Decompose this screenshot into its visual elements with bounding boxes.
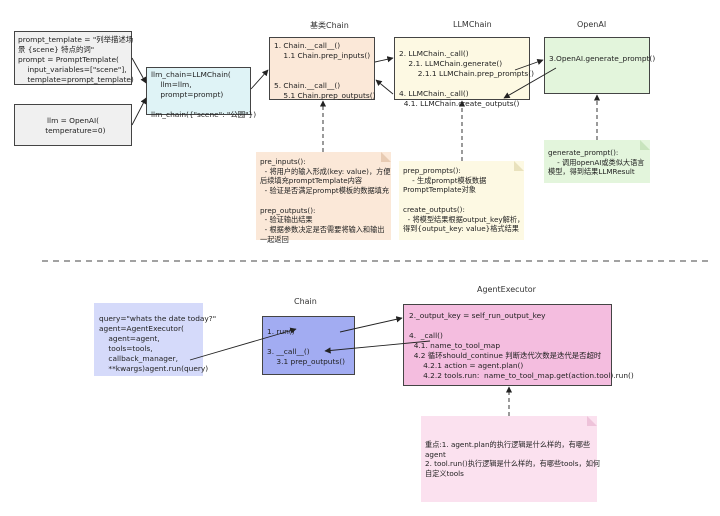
- text-line: - 将用户的输入形成(key: value)，方便: [260, 166, 391, 176]
- text-line: 得到{output_key: value}格式结果: [403, 224, 519, 234]
- text-line: 1.1 Chain.prep_inputs(): [274, 50, 371, 60]
- prompt-template-box: prompt_template = "列举描述场景 {scene} 特点的词"p…: [14, 31, 134, 85]
- text-line: llm = OpenAI(: [46, 116, 100, 125]
- arrow-base-to-llmmethods: [374, 56, 394, 63]
- text-line: 3.OpenAI.generate_prompt(): [549, 54, 656, 63]
- text-line: 4.1. name_to_tool_map: [409, 340, 501, 350]
- text-line: agent: [425, 449, 446, 459]
- text-line: llm=llm,: [151, 79, 192, 89]
- arrow-llmmethods-to-base: [375, 79, 394, 95]
- text-line: 4.2.1 action = agent.plan(): [409, 360, 524, 370]
- text-line: [409, 321, 606, 331]
- text-line: **kwargs)agent.run(query): [99, 363, 209, 373]
- text-line: - 调用openAI或类似大语言: [548, 157, 645, 167]
- text-line: pre_inputs():: [260, 157, 306, 166]
- text-line: 2._output_key = self_run_output_key: [409, 311, 546, 320]
- text-line: 4. LLMChain._call(): [399, 88, 469, 98]
- text-line: agent=AgentExecutor(: [99, 323, 184, 333]
- llm-chain-call-box: llm_chain=LLMChain( llm=llm, prompt=prom…: [146, 67, 256, 119]
- title-llm-chain: LLMChain: [453, 20, 492, 29]
- text-line: template=prompt_template): [18, 74, 134, 84]
- base-chain-box: 1. Chain.__call__() 1.1 Chain.prep_input…: [269, 37, 375, 100]
- text-line: prep_outputs():: [260, 205, 316, 215]
- text-line: - 根据参数决定是否需要将输入和输出: [260, 225, 385, 235]
- text-line: 2.1. LLMChain.generate(): [399, 58, 503, 68]
- note-openai: generate_prompt(): - 调用openAI或类似大语言模型，得到…: [544, 140, 650, 183]
- text-line: 自定义tools: [425, 469, 464, 479]
- text-line: [274, 61, 370, 71]
- text-line: 3. __call__(): [267, 346, 310, 356]
- text-line: 3.1 prep_outputs(): [267, 356, 345, 366]
- text-line: 2. tool.run()执行逻辑是什么样的，有哪些tools，如何: [425, 459, 601, 469]
- text-line: 2. LLMChain._call(): [399, 49, 469, 58]
- text-line: 重点:1. agent.plan的执行逻辑是什么样的，有哪些: [425, 440, 591, 449]
- text-line: 1. run(): [267, 327, 295, 336]
- text-line: create_outputs():: [403, 204, 465, 214]
- text-line: - 生成prompt模板数据: [403, 175, 487, 185]
- title-agent-executor: AgentExecutor: [477, 285, 536, 294]
- openai-generate-box: 3.OpenAI.generate_prompt(): [544, 37, 656, 94]
- text-line: llm_chain({"scene": "公园"}): [151, 109, 257, 119]
- title-chain: Chain: [294, 297, 317, 306]
- text-line: [274, 71, 370, 81]
- text-line: [151, 100, 246, 110]
- text-line: input_variables=["scene"],: [18, 64, 127, 74]
- text-line: 5.1 Chain.prep_outputs(): [274, 90, 376, 100]
- text-line: prep_prompts():: [403, 166, 461, 175]
- text-line: prompt_template = "列举描述场: [18, 35, 134, 44]
- text-line: [260, 196, 387, 206]
- text-line: 后续填充promptTemplate内容: [260, 176, 363, 186]
- text-line: PromptTemplate对象: [403, 185, 476, 195]
- text-line: 模型，得到结果LLMResult: [548, 167, 635, 177]
- text-line: prompt = PromptTemplate(: [18, 54, 119, 64]
- text-line: 4. _call(): [409, 330, 443, 340]
- text-line: 一起返回: [260, 234, 289, 244]
- text-line: [267, 337, 350, 347]
- text-line: 1. Chain.__call__(): [274, 41, 341, 50]
- text-line: [403, 195, 520, 205]
- arrow-llmchain-to-base: [250, 69, 269, 90]
- text-line: 4.2.2 tools.run: name_to_tool_map.get(ac…: [409, 370, 634, 380]
- text-line: - 验证输出结果: [260, 215, 313, 225]
- text-line: - 验证是否满足prompt模板的数据填充: [260, 186, 390, 196]
- text-line: tools=tools,: [99, 343, 153, 353]
- query-agent-box: query="whats the date today?"agent=Agent…: [94, 303, 217, 376]
- text-line: 4.2 循环should_continue 判断迭代次数是迭代是否超时: [409, 350, 602, 360]
- openai-llm-box: llm = OpenAI( temperature=0): [14, 104, 132, 146]
- chain-run-box: 1. run() 3. __call__() 3.1 prep_outputs(…: [262, 316, 355, 375]
- text-line: llm_chain=LLMChain(: [151, 70, 231, 79]
- text-line: query="whats the date today?": [99, 314, 217, 323]
- text-line: 2.1.1 LLMChain.prep_prompts(): [399, 68, 535, 78]
- llm-chain-methods-box: 2. LLMChain._call() 2.1. LLMChain.genera…: [394, 37, 535, 108]
- arrow-prompt-to-llmchain: [131, 57, 147, 84]
- text-line: [399, 79, 525, 89]
- text-line: temperature=0): [40, 125, 106, 135]
- text-line: agent=agent,: [99, 333, 160, 343]
- title-openai: OpenAI: [577, 20, 607, 29]
- text-line: 5. Chain.__call__(): [274, 80, 341, 90]
- agent-executor-box: 2._output_key = self_run_output_key 4. _…: [403, 304, 634, 386]
- text-line: prompt=prompt): [151, 89, 224, 99]
- title-base-chain: 基类Chain: [310, 21, 349, 30]
- text-line: 4.1. LLMChain.create_outputs(): [399, 98, 520, 108]
- text-line: - 将模型结果根据output_key解析，: [403, 214, 525, 224]
- text-line: callback_manager,: [99, 353, 178, 363]
- arrow-llm-to-llmchain: [131, 97, 147, 126]
- text-line: generate_prompt():: [548, 148, 619, 157]
- note-base-chain: pre_inputs(): - 将用户的输入形成(key: value)，方便后…: [256, 152, 391, 244]
- text-line: 景 {scene} 特点的词": [18, 44, 95, 54]
